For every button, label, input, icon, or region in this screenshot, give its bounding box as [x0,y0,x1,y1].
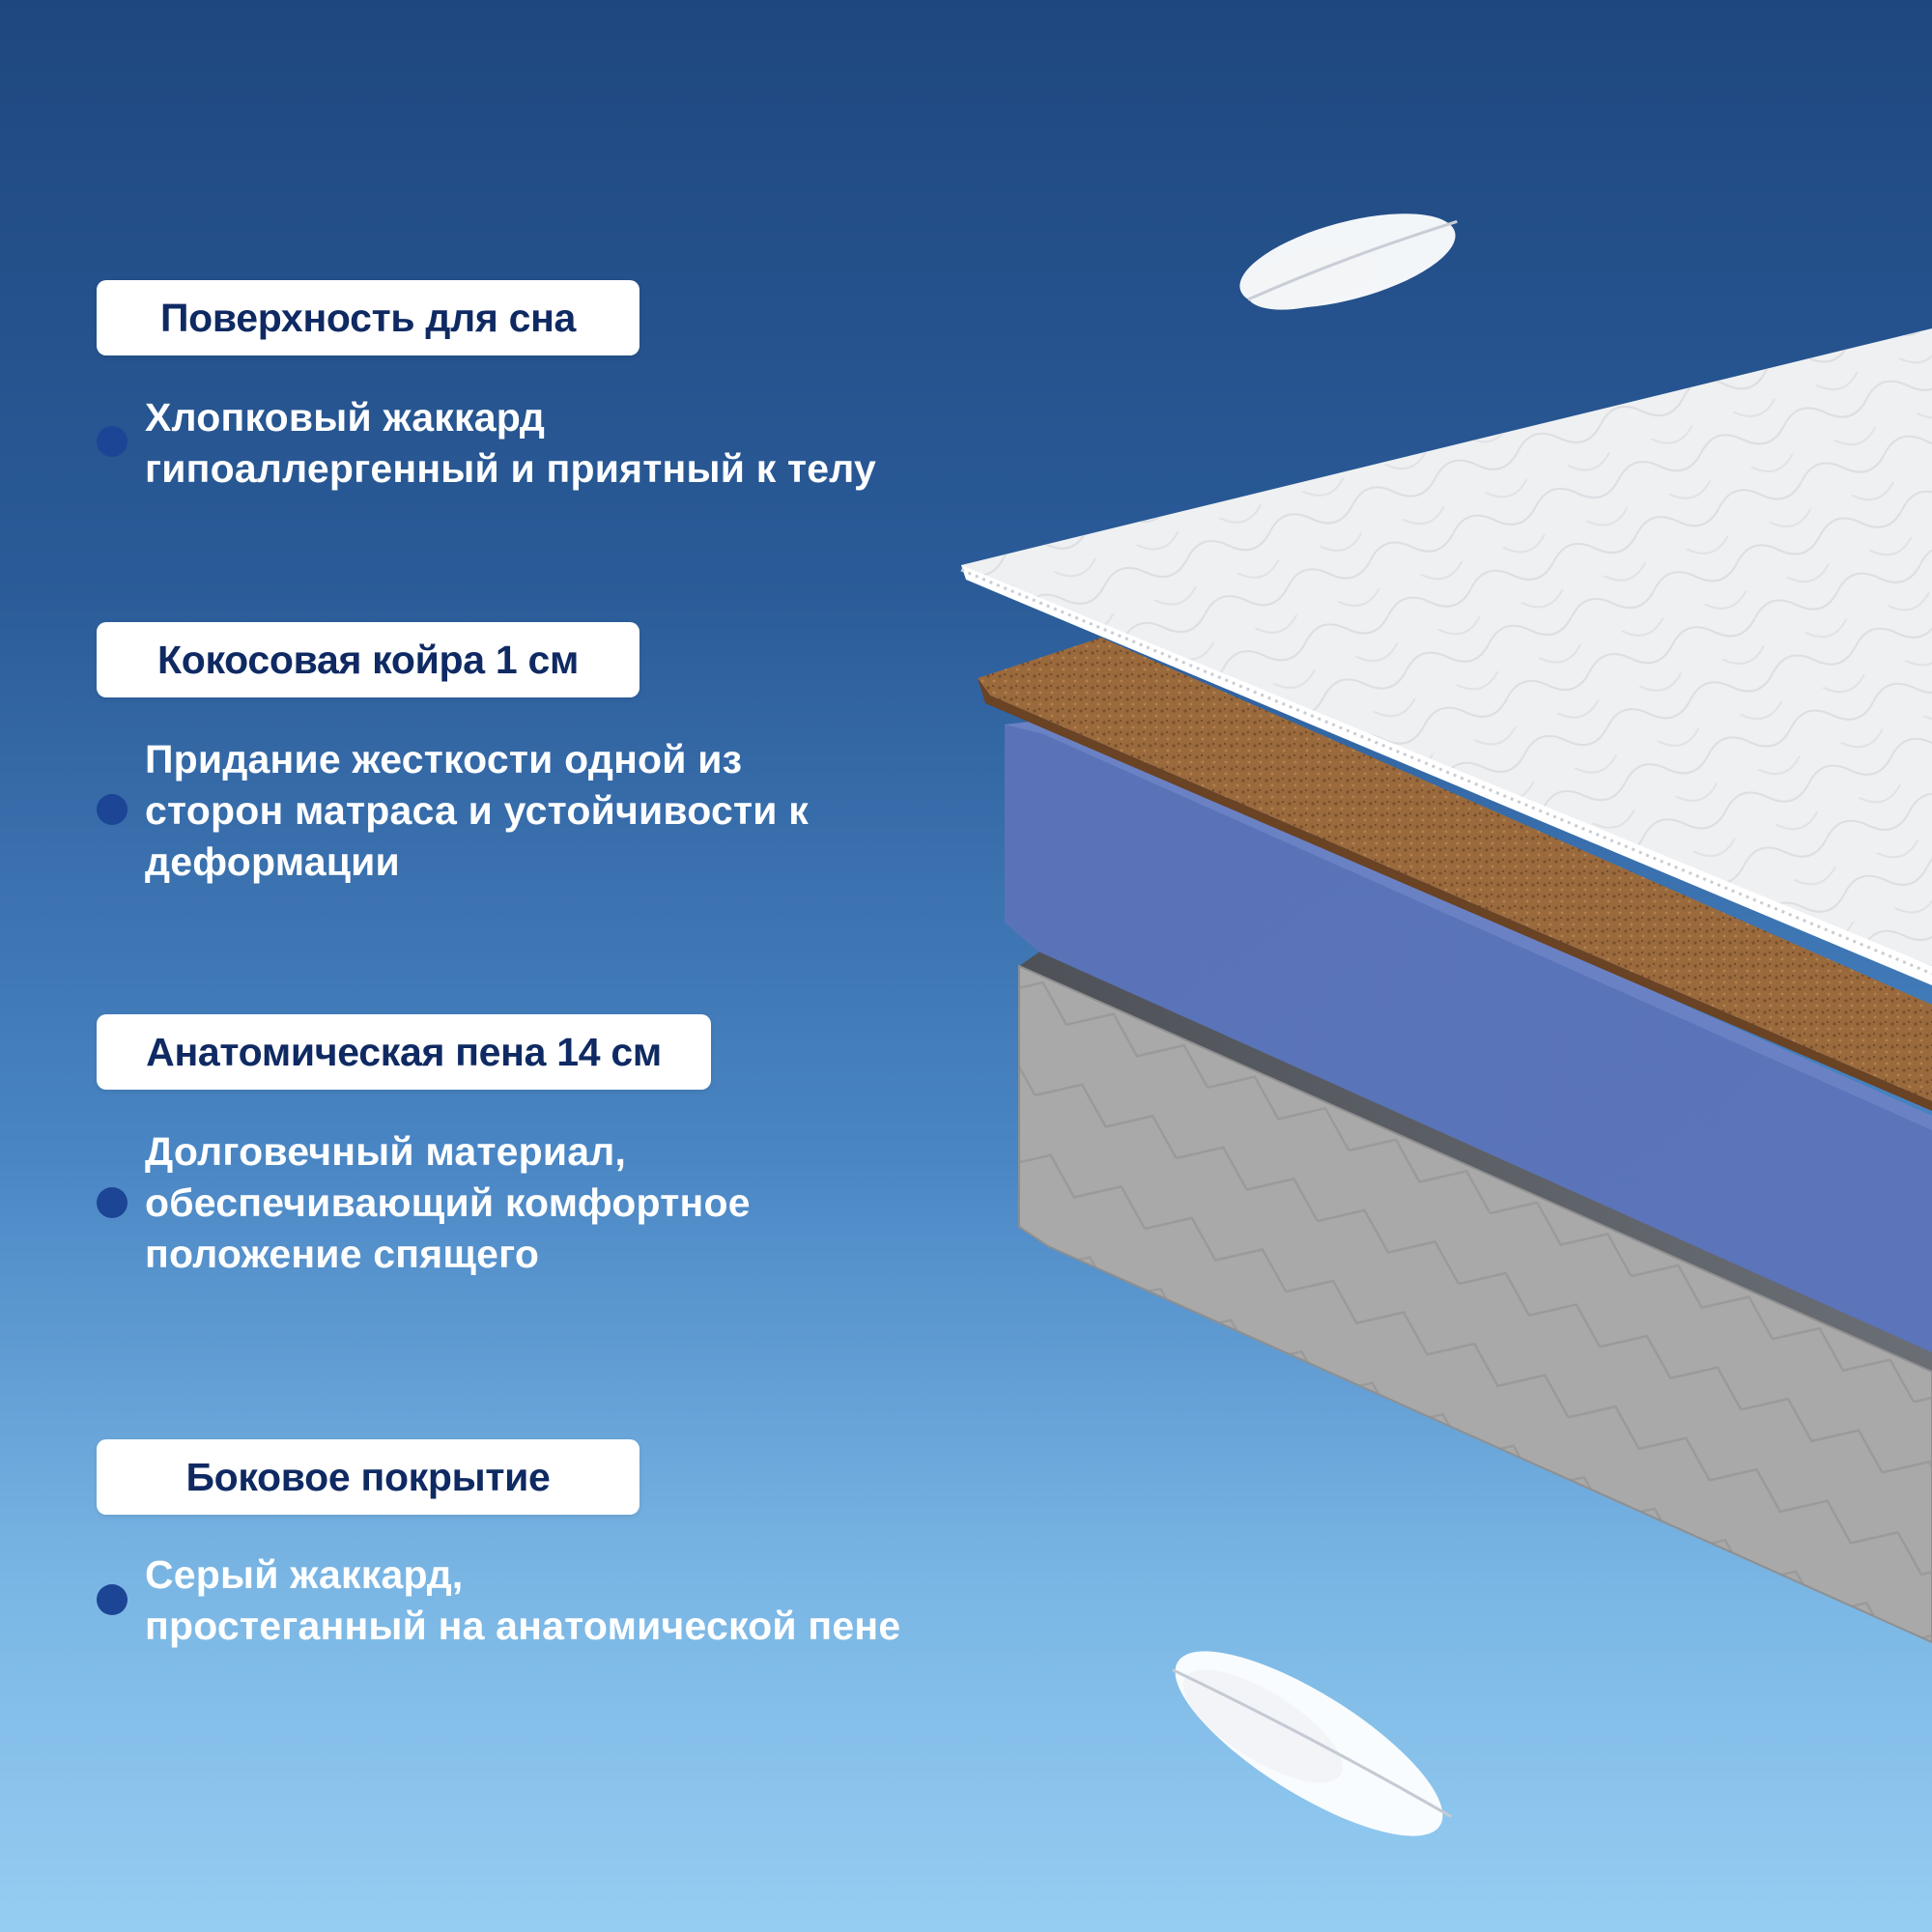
layer-description: Серый жаккард, простеганный на анатомиче… [145,1549,1014,1652]
description-line: обеспечивающий комфортное [145,1180,751,1225]
bullet-dot [97,794,128,825]
coconut-coir [978,638,1932,1101]
layer-description: Долговечный материал, обеспечивающий ком… [145,1126,1014,1280]
description-line: Хлопковый жаккард [145,395,546,440]
layer-title: Боковое покрытие [97,1439,639,1515]
layer-description: Хлопковый жаккард гипоаллергенный и прия… [145,392,1014,495]
description-line: сторон матраса и устойчивости к [145,788,809,833]
description-line: простеганный на анатомической пене [145,1604,901,1648]
layer-title: Анатомическая пена 14 см [97,1014,711,1090]
bullet-dot [97,1187,128,1218]
feather-icon [1172,1651,1453,1836]
description-line: гипоаллергенный и приятный к телу [145,446,876,491]
blue-foam [1005,720,1932,1352]
bullet-dot [97,1584,128,1615]
feather-icon [1239,213,1458,310]
description-line: положение спящего [145,1232,540,1276]
layer-title: Поверхность для сна [97,280,639,355]
layer-title: Кокосовая койра 1 см [97,622,639,697]
bullet-dot [97,426,128,457]
description-line: Серый жаккард, [145,1552,464,1597]
description-line: Долговечный материал, [145,1129,627,1174]
description-line: деформации [145,839,400,884]
description-line: Придание жесткости одной из [145,737,743,781]
layer-description: Придание жесткости одной из сторон матра… [145,734,1014,888]
